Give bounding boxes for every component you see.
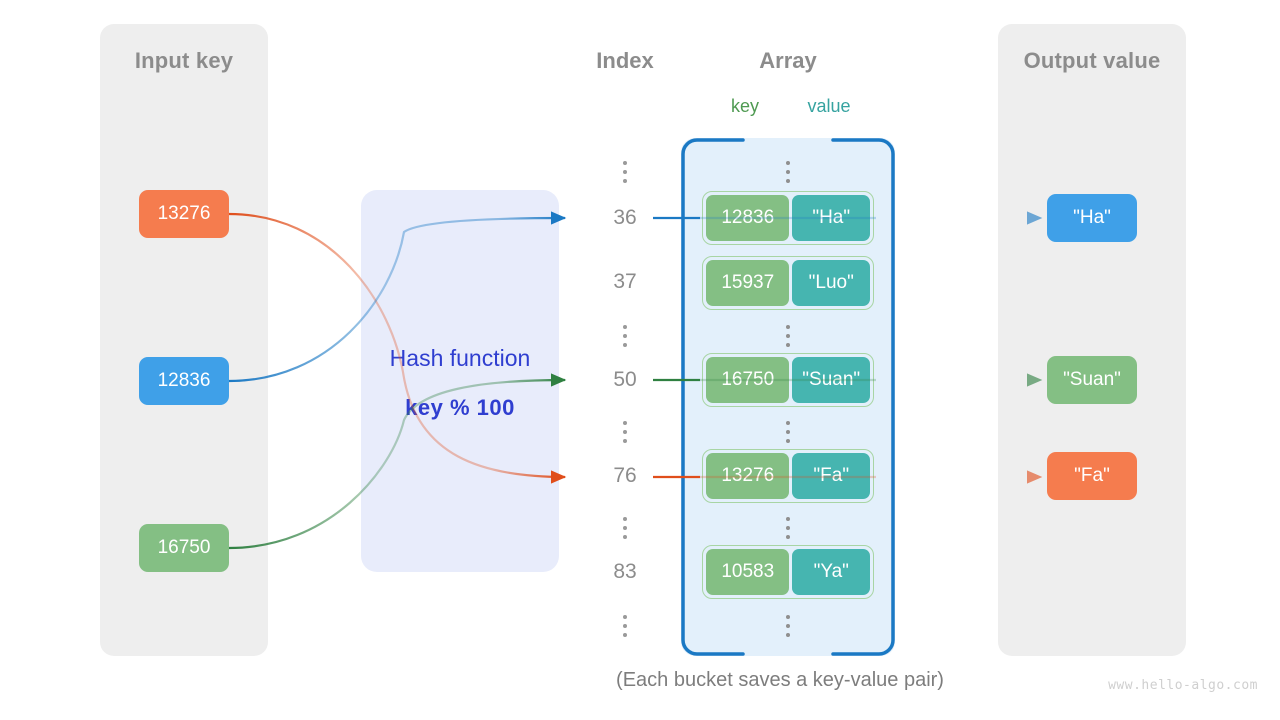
index-label-36: 36 [613, 206, 637, 229]
bucket-value-Ya: "Ya" [792, 549, 870, 595]
output-value-chip-Ha[interactable]: "Ha" [1047, 194, 1137, 242]
index-label-37: 37 [613, 270, 637, 293]
bucket-value-Fa: "Fa" [792, 453, 870, 499]
value-subheader: value [807, 96, 851, 116]
array-column-header: Array [759, 48, 817, 73]
bucket-index-83[interactable]: 10583 "Ya" [702, 545, 874, 599]
index-ellipsis-2 [586, 320, 664, 347]
hash-function-box: Hash function key % 100 [361, 190, 559, 572]
bucket-index-76[interactable]: 13276 "Fa" [702, 449, 874, 503]
bucket-index-50[interactable]: 16750 "Suan" [702, 353, 874, 407]
hash-function-expression: key % 100 [405, 395, 515, 420]
bucket-value-Ha: "Ha" [792, 195, 870, 241]
index-label-50: 50 [613, 368, 637, 391]
input-key-chip-13276[interactable]: 13276 [139, 190, 229, 238]
bucket-key-13276: 13276 [706, 453, 790, 499]
index-label-83: 83 [613, 560, 637, 583]
array-ellipsis-top [702, 156, 874, 183]
input-key-chip-12836[interactable]: 12836 [139, 357, 229, 405]
array-ellipsis-3 [702, 416, 874, 443]
index-ellipsis-4 [586, 512, 664, 539]
output-value-chip-Suan[interactable]: "Suan" [1047, 356, 1137, 404]
index-column-header: Index [596, 48, 654, 73]
index-label-76: 76 [613, 464, 637, 487]
array-ellipsis-2 [702, 320, 874, 347]
bucket-key-12836: 12836 [706, 195, 790, 241]
index-ellipsis-top [586, 156, 664, 183]
output-panel-title: Output value [1023, 48, 1161, 73]
bucket-value-Luo: "Luo" [792, 260, 870, 306]
diagram-caption: (Each bucket saves a key-value pair) [616, 669, 944, 691]
bucket-value-Suan: "Suan" [792, 357, 870, 403]
input-panel-title: Input key [134, 48, 234, 73]
hash-function-title: Hash function [389, 345, 531, 371]
output-value-chip-Fa[interactable]: "Fa" [1047, 452, 1137, 500]
index-ellipsis-bottom [586, 610, 664, 637]
array-ellipsis-4 [702, 512, 874, 539]
bucket-index-37[interactable]: 15937 "Luo" [702, 256, 874, 310]
bucket-key-16750: 16750 [706, 357, 790, 403]
watermark-url: www.hello-algo.com [1108, 678, 1258, 693]
input-key-chip-16750[interactable]: 16750 [139, 524, 229, 572]
index-ellipsis-3 [586, 416, 664, 443]
bucket-key-15937: 15937 [706, 260, 790, 306]
output-value-panel: Output value [998, 24, 1186, 656]
bucket-index-36[interactable]: 12836 "Ha" [702, 191, 874, 245]
key-subheader: key [730, 96, 759, 116]
array-ellipsis-bottom [702, 610, 874, 637]
bucket-key-10583: 10583 [706, 549, 790, 595]
